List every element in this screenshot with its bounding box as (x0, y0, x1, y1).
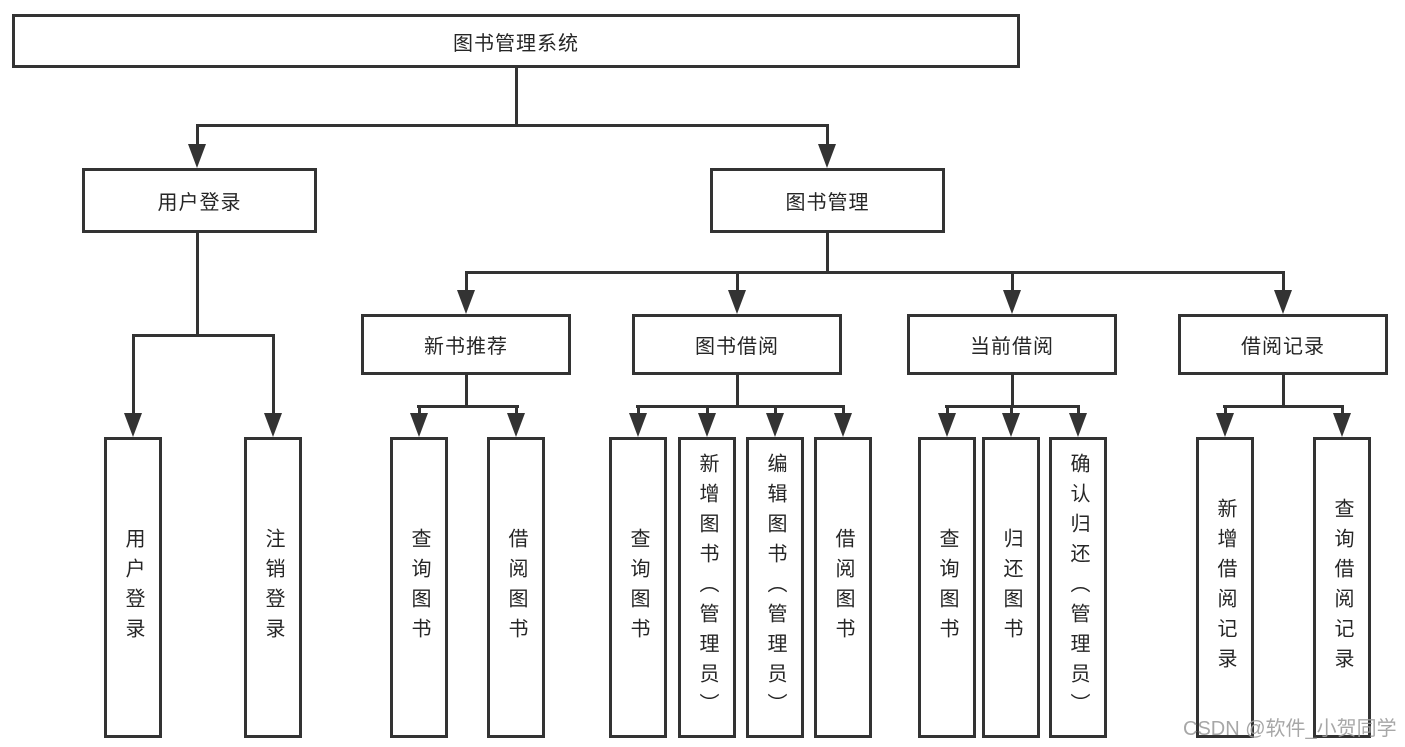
node-label: 图书管理系统 (453, 32, 579, 55)
connector-line (736, 271, 739, 293)
connector-line (132, 334, 275, 337)
node-borrow-books-recommend: 借阅图书 (487, 437, 545, 738)
connector-line (465, 373, 468, 408)
connector-line (826, 231, 829, 274)
node-label: 确认归还（管理员） (1067, 452, 1089, 723)
node-label: 借阅记录 (1241, 336, 1325, 358)
node-book-management: 图书管理 (710, 168, 945, 233)
arrowhead-down-icon (629, 413, 647, 437)
node-edit-books-admin: 编辑图书（管理员） (746, 437, 804, 738)
connector-line (196, 231, 199, 336)
arrowhead-down-icon (124, 413, 142, 437)
connector-line (417, 405, 519, 408)
arrowhead-down-icon (457, 290, 475, 314)
connector-line (1341, 405, 1344, 417)
connector-line (465, 271, 468, 293)
connector-line (1077, 405, 1080, 417)
csdn-watermark: CSDN @软件_小贺同学 (1183, 718, 1397, 740)
arrowhead-down-icon (818, 144, 836, 168)
node-user-login: 用户登录 (82, 168, 317, 233)
connector-line (842, 405, 845, 417)
connector-line (1224, 405, 1227, 417)
connector-line (637, 405, 640, 417)
connector-line (1282, 373, 1285, 408)
arrowhead-down-icon (188, 144, 206, 168)
node-label: 归还图书 (1000, 527, 1022, 648)
arrowhead-down-icon (1274, 290, 1292, 314)
node-user-login-leaf: 用户登录 (104, 437, 162, 738)
connector-line (946, 405, 949, 417)
connector-line (515, 66, 518, 126)
node-query-borrow-record: 查询借阅记录 (1313, 437, 1371, 738)
arrowhead-down-icon (1216, 413, 1234, 437)
node-label: 编辑图书（管理员） (764, 452, 786, 723)
node-borrowing-records: 借阅记录 (1178, 314, 1388, 375)
arrowhead-down-icon (1002, 413, 1020, 437)
node-label: 查询借阅记录 (1331, 497, 1353, 678)
node-label: 查询图书 (627, 527, 649, 648)
node-new-book-recommendation: 新书推荐 (361, 314, 571, 375)
node-label: 新书推荐 (424, 336, 508, 358)
node-add-borrow-record: 新增借阅记录 (1196, 437, 1254, 738)
arrowhead-down-icon (1003, 290, 1021, 314)
connector-line (1011, 373, 1014, 408)
arrowhead-down-icon (507, 413, 525, 437)
node-label: 借阅图书 (505, 527, 527, 648)
connector-line (1010, 405, 1013, 417)
node-return-books: 归还图书 (982, 437, 1040, 738)
node-label: 用户登录 (157, 192, 242, 214)
node-logout: 注销登录 (244, 437, 302, 738)
connector-line (196, 124, 829, 127)
node-confirm-return-admin: 确认归还（管理员） (1049, 437, 1107, 738)
node-library-management-system: 图书管理系统 (12, 14, 1020, 68)
connector-line (1011, 271, 1014, 293)
node-query-books-current: 查询图书 (918, 437, 976, 738)
node-query-books-borrowing: 查询图书 (609, 437, 667, 738)
node-add-books-admin: 新增图书（管理员） (678, 437, 736, 738)
connector-line (272, 334, 275, 416)
connector-line (636, 405, 845, 408)
node-label: 新增借阅记录 (1214, 497, 1236, 678)
connector-line (706, 405, 709, 417)
node-label: 图书管理 (785, 192, 870, 214)
arrowhead-down-icon (1069, 413, 1087, 437)
node-query-books-recommend: 查询图书 (390, 437, 448, 738)
node-label: 用户登录 (122, 527, 144, 648)
node-label: 当前借阅 (970, 336, 1054, 358)
connector-line (132, 334, 135, 416)
arrowhead-down-icon (728, 290, 746, 314)
node-borrow-books: 借阅图书 (814, 437, 872, 738)
connector-line (1223, 405, 1344, 408)
connector-line (736, 373, 739, 408)
arrowhead-down-icon (264, 413, 282, 437)
node-book-borrowing: 图书借阅 (632, 314, 842, 375)
node-label: 新增图书（管理员） (696, 452, 718, 723)
arrowhead-down-icon (834, 413, 852, 437)
node-current-borrowing: 当前借阅 (907, 314, 1117, 375)
connector-line (1282, 271, 1285, 293)
connector-line (774, 405, 777, 417)
node-label: 查询图书 (936, 527, 958, 648)
connector-line (826, 124, 829, 148)
connector-line (465, 271, 1285, 274)
connector-line (515, 405, 518, 417)
node-label: 借阅图书 (832, 527, 854, 648)
arrowhead-down-icon (938, 413, 956, 437)
node-label: 查询图书 (408, 527, 430, 648)
arrowhead-down-icon (410, 413, 428, 437)
arrowhead-down-icon (1333, 413, 1351, 437)
arrowhead-down-icon (698, 413, 716, 437)
connector-line (418, 405, 421, 417)
connector-line (196, 124, 199, 148)
node-label: 注销登录 (262, 527, 284, 648)
arrowhead-down-icon (766, 413, 784, 437)
node-label: 图书借阅 (695, 336, 779, 358)
